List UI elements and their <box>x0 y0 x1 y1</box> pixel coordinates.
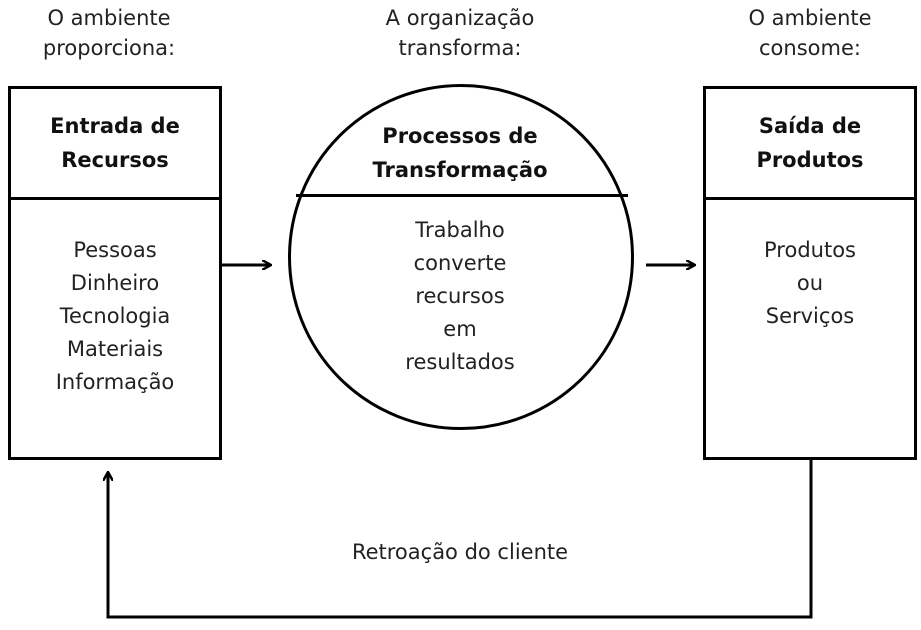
list-item: Pessoas <box>73 238 157 262</box>
title-line: Produtos <box>756 148 864 172</box>
input-resources-box: Entrada de Recursos Pessoas Dinheiro Tec… <box>8 86 222 460</box>
list-item: Tecnologia <box>59 304 171 328</box>
caption-environment-consumes: O ambiente consome: <box>700 3 920 63</box>
title-line: Saída de <box>758 114 862 138</box>
transformation-process-circle <box>288 84 634 430</box>
title-line: Processos de <box>382 124 538 148</box>
list-item: resultados <box>405 350 515 374</box>
list-item: Materiais <box>66 337 164 361</box>
title-line: Transformação <box>372 158 548 182</box>
input-box-items: Pessoas Dinheiro Tecnologia Materiais In… <box>11 234 219 399</box>
list-item: Trabalho <box>415 218 505 242</box>
caption-environment-provides: O ambiente proporciona: <box>0 3 218 63</box>
feedback-loop-arrow <box>108 460 813 619</box>
process-title: Processos de Transformação <box>300 119 620 187</box>
input-box-title: Entrada de Recursos <box>11 89 219 200</box>
list-item: Informação <box>55 370 175 394</box>
list-item: recursos <box>415 284 505 308</box>
list-item: Serviços <box>765 304 855 328</box>
title-line: Recursos <box>61 148 169 172</box>
circle-divider <box>296 194 628 197</box>
list-item: Produtos <box>764 238 856 262</box>
process-description: Trabalho converte recursos em resultados <box>300 214 620 379</box>
list-item: Dinheiro <box>70 271 160 295</box>
caption-line: transforma: <box>398 36 522 60</box>
caption-line: O ambiente <box>748 6 872 30</box>
list-item: ou <box>796 271 824 295</box>
title-line: Entrada de <box>50 114 180 138</box>
caption-line: O ambiente <box>47 6 171 30</box>
caption-line: A organização <box>385 6 535 30</box>
caption-line: consome: <box>759 36 861 60</box>
list-item: converte <box>413 251 507 275</box>
output-products-box: Saída de Produtos Produtos ou Serviços <box>703 86 917 460</box>
caption-organization-transforms: A organização transforma: <box>340 3 580 63</box>
output-box-title: Saída de Produtos <box>706 89 914 200</box>
caption-line: proporciona: <box>42 36 176 60</box>
output-box-items: Produtos ou Serviços <box>706 234 914 333</box>
feedback-label: Retroação do cliente <box>351 540 569 564</box>
list-item: em <box>443 317 477 341</box>
